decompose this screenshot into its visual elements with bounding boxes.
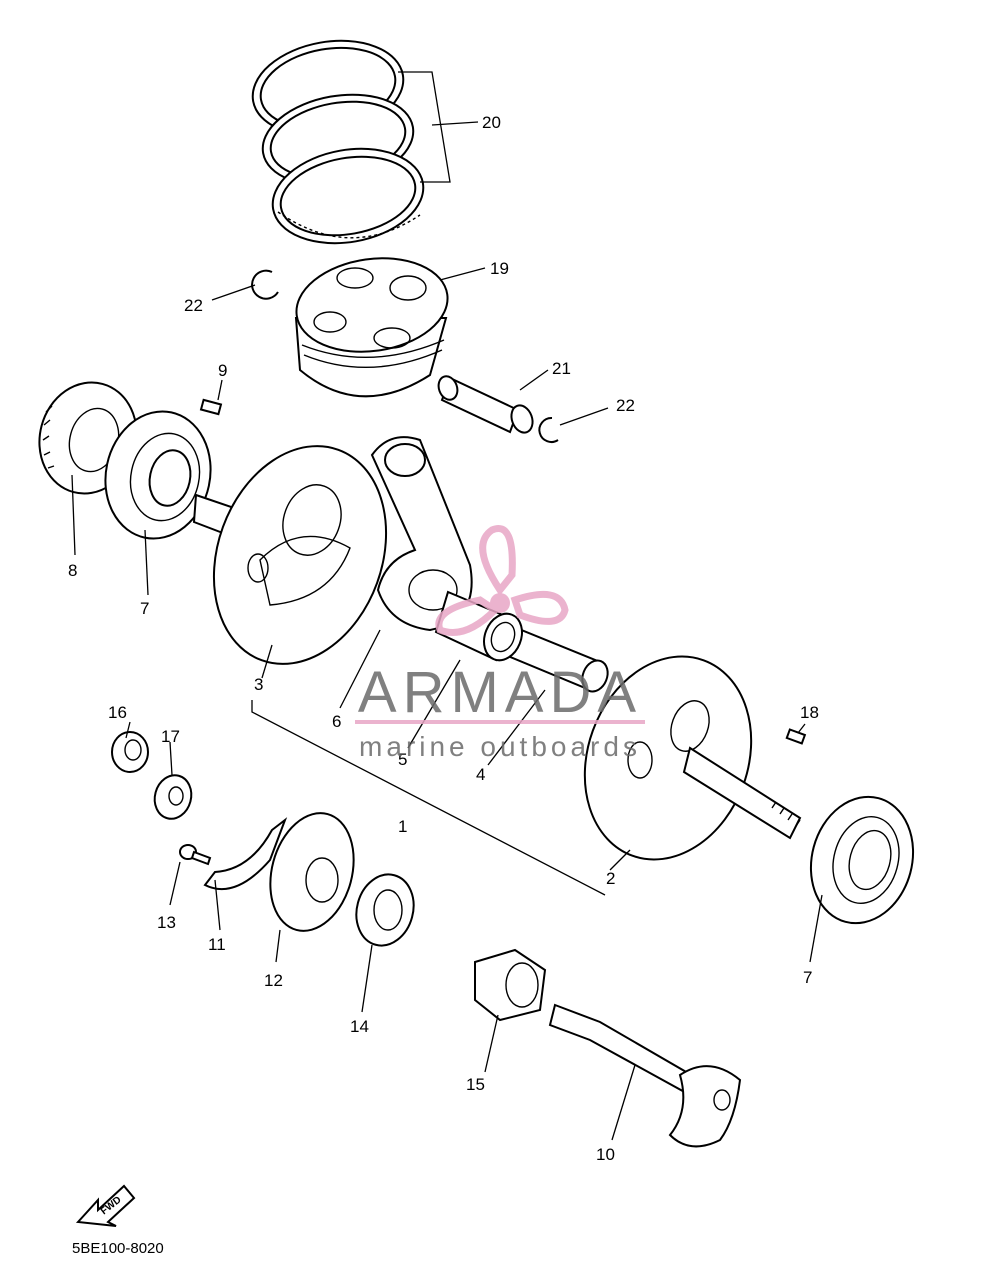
crank-web-right: [583, 655, 802, 861]
bolt: [179, 844, 212, 866]
piston-pin-clip-right: [538, 416, 559, 443]
label-5: 5: [398, 750, 407, 769]
label-22-left: 22: [184, 296, 203, 315]
woodruff-key: [199, 398, 223, 416]
label-12: 12: [264, 971, 283, 990]
balancer-shaft: [548, 1003, 742, 1148]
watermark-tagline: marine outboards: [359, 731, 641, 762]
watermark-brand: ARMADA: [358, 660, 642, 725]
label-7-right: 7: [803, 968, 812, 987]
part-labels: 1 2 3 4 5 6 7 7 8 9 10 11 12 13 14 15 16…: [68, 113, 819, 1164]
piston-rings: [251, 39, 425, 245]
balancer-bearing: [355, 873, 415, 947]
leader-lines: [71, 71, 823, 1141]
piston-pin-clip-left: [251, 269, 279, 300]
label-19: 19: [490, 259, 509, 278]
label-6: 6: [332, 712, 341, 731]
lock-washer: [153, 774, 193, 820]
balancer-weight: [203, 817, 288, 891]
label-21: 21: [552, 359, 571, 378]
armada-watermark: ARMADA marine outboards: [355, 525, 645, 762]
label-9: 9: [218, 361, 227, 380]
drawing-code: 5BE100-8020: [72, 1240, 164, 1257]
piston-pin: [437, 375, 534, 434]
label-17: 17: [161, 727, 180, 746]
label-10: 10: [596, 1145, 615, 1164]
label-11: 11: [208, 935, 226, 954]
needle-bearing: [474, 948, 547, 1022]
label-15: 15: [466, 1075, 485, 1094]
crank-web-left: [192, 445, 388, 665]
piston: [294, 257, 449, 398]
fwd-arrow-icon: FWD: [75, 1184, 136, 1227]
nut: [111, 731, 149, 773]
crank-bearing-left: [104, 410, 212, 540]
label-2: 2: [606, 869, 615, 888]
crank-bearing-right: [809, 795, 915, 925]
label-4: 4: [476, 765, 485, 784]
label-7-left: 7: [140, 599, 149, 618]
label-8: 8: [68, 561, 77, 580]
label-1: 1: [398, 817, 407, 836]
balancer-drive-gear: [269, 812, 355, 932]
label-18: 18: [800, 703, 819, 722]
propeller-logo-icon: [435, 525, 569, 636]
label-13: 13: [157, 913, 176, 932]
woodruff-key-right: [785, 728, 807, 745]
label-20: 20: [482, 113, 501, 132]
connecting-rod: [370, 436, 473, 632]
label-22-right: 22: [616, 396, 635, 415]
label-16: 16: [108, 703, 127, 722]
label-3: 3: [254, 675, 263, 694]
label-14: 14: [350, 1017, 369, 1036]
